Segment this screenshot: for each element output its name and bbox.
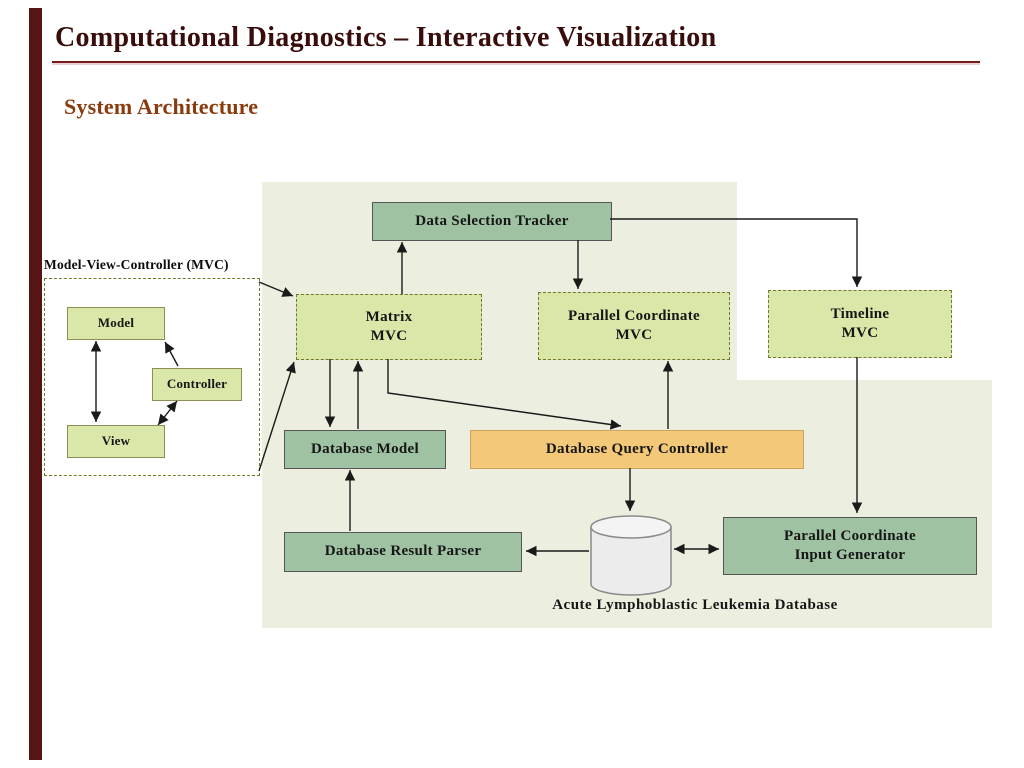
slide-title: Computational Diagnostics – Interactive … bbox=[55, 22, 717, 53]
database-caption: Acute Lymphoblastic Leukemia Database bbox=[552, 597, 838, 613]
diagram-background-right bbox=[737, 380, 992, 628]
node-matrix-mvc: Matrix MVC bbox=[296, 294, 482, 360]
slide-accent-bar bbox=[29, 8, 42, 760]
node-parallel-coordinate-mvc: Parallel Coordinate MVC bbox=[538, 292, 730, 360]
node-timeline-mvc: Timeline MVC bbox=[768, 290, 952, 358]
legend-node-model: Model bbox=[67, 307, 165, 340]
slide-subtitle: System Architecture bbox=[64, 94, 259, 119]
node-database-query-controller: Database Query Controller bbox=[470, 430, 804, 469]
legend-title: Model-View-Controller (MVC) bbox=[44, 257, 229, 272]
legend-node-view: View bbox=[67, 425, 165, 458]
node-data-selection-tracker: Data Selection Tracker bbox=[372, 202, 612, 241]
title-underline bbox=[52, 61, 980, 63]
node-parallel-coordinate-input-generator: Parallel Coordinate Input Generator bbox=[723, 517, 977, 575]
legend-node-controller: Controller bbox=[152, 368, 242, 401]
node-database-model: Database Model bbox=[284, 430, 446, 469]
node-database-result-parser: Database Result Parser bbox=[284, 532, 522, 572]
